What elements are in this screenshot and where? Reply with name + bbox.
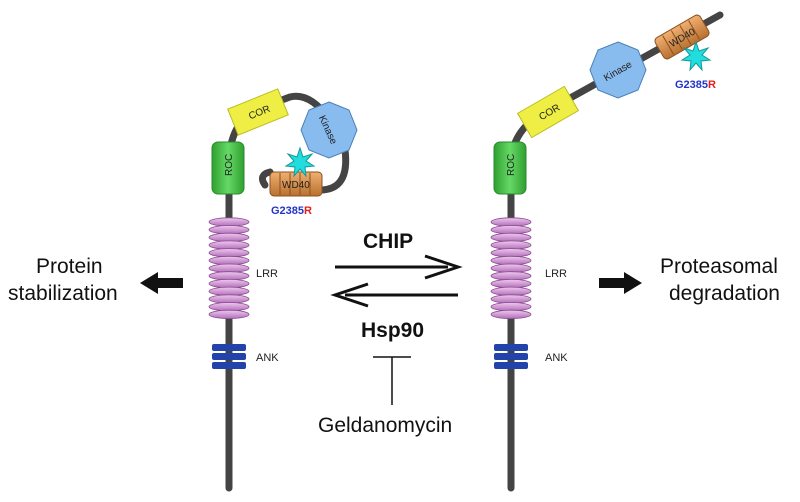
lrr-repeat [490, 255, 532, 266]
lrr-repeat [208, 255, 250, 266]
lrr-repeat [208, 309, 250, 319]
lrr-repeat [490, 286, 532, 296]
left-outcome-arrow [140, 272, 183, 294]
left-protein: ANK LRR ROC COR Kinase WD40 G2385R [208, 88, 358, 492]
left-lrr-domain [208, 217, 250, 319]
right-outcome-arrow [599, 272, 642, 294]
left-kinase-domain [300, 101, 358, 159]
right-mutation-label: G2385R [675, 79, 716, 91]
lrr-repeat [208, 278, 250, 289]
lrr-repeat [490, 225, 532, 235]
lrr-repeat [490, 248, 532, 258]
right-cor-domain [516, 85, 580, 139]
hsp90-label: Hsp90 [361, 319, 424, 342]
left-ank-label: ANK [256, 352, 279, 364]
right-mutation-prefix: G2385 [675, 79, 708, 91]
left-wd40-domain [269, 171, 323, 197]
lrr-repeat [490, 263, 532, 273]
geldanamycin-label: Geldanomycin [318, 414, 452, 437]
proteasomal-line1: Proteasomal [660, 255, 778, 278]
right-wd40-domain [654, 14, 710, 60]
lrr-repeat [490, 278, 532, 289]
lrr-repeat [490, 217, 532, 227]
lrr-repeat [490, 294, 532, 304]
right-ank-label: ANK [545, 352, 568, 364]
right-mutation-star [680, 40, 712, 72]
lrr-repeat [490, 232, 532, 242]
lrr-repeat [208, 263, 250, 273]
hsp90-arrow [330, 282, 458, 308]
lrr-repeat [490, 271, 532, 281]
lrr-repeat [208, 286, 250, 296]
lrr-repeat [208, 294, 250, 304]
left-mutation-suffix: R [304, 205, 312, 217]
left-mutation-label: G2385R [271, 205, 312, 217]
protein-stabilization-line1: Protein [36, 255, 103, 278]
chip-label: CHIP [363, 230, 413, 253]
lrr-repeat [208, 302, 250, 312]
left-roc-domain [211, 141, 245, 195]
left-ank-domain [212, 344, 246, 369]
chip-arrow [335, 254, 463, 280]
right-protein: ANK LRR ROC COR Kinase WD40 G2385R [490, 11, 724, 492]
right-lrr-domain [490, 217, 532, 319]
left-cor-domain [227, 88, 289, 136]
protein-stabilization-line2: stabilization [8, 282, 118, 305]
left-roc-label: ROC [224, 154, 235, 176]
lrr-repeat [208, 248, 250, 258]
lrr-repeat [208, 232, 250, 242]
right-ank-domain [494, 344, 528, 369]
right-kinase-domain [589, 41, 647, 99]
lrr-repeat [208, 240, 250, 250]
lrr-repeat [208, 217, 250, 227]
left-mutation-prefix: G2385 [271, 205, 304, 217]
right-roc-label: ROC [506, 154, 517, 176]
lrr-repeat [208, 225, 250, 235]
proteasomal-line2: degradation [669, 282, 780, 305]
left-mutation-star [284, 146, 316, 178]
left-wd40-label: WD40 [282, 180, 310, 191]
right-lrr-label: LRR [545, 268, 567, 280]
lrr-repeat [208, 271, 250, 281]
geldanamycin-inhibition [373, 356, 411, 405]
lrr-repeat [490, 240, 532, 250]
lrr-repeat [490, 309, 532, 319]
right-mutation-suffix: R [708, 79, 716, 91]
lrr-repeat [490, 302, 532, 312]
left-lrr-label: LRR [256, 268, 278, 280]
right-roc-domain [493, 141, 527, 195]
